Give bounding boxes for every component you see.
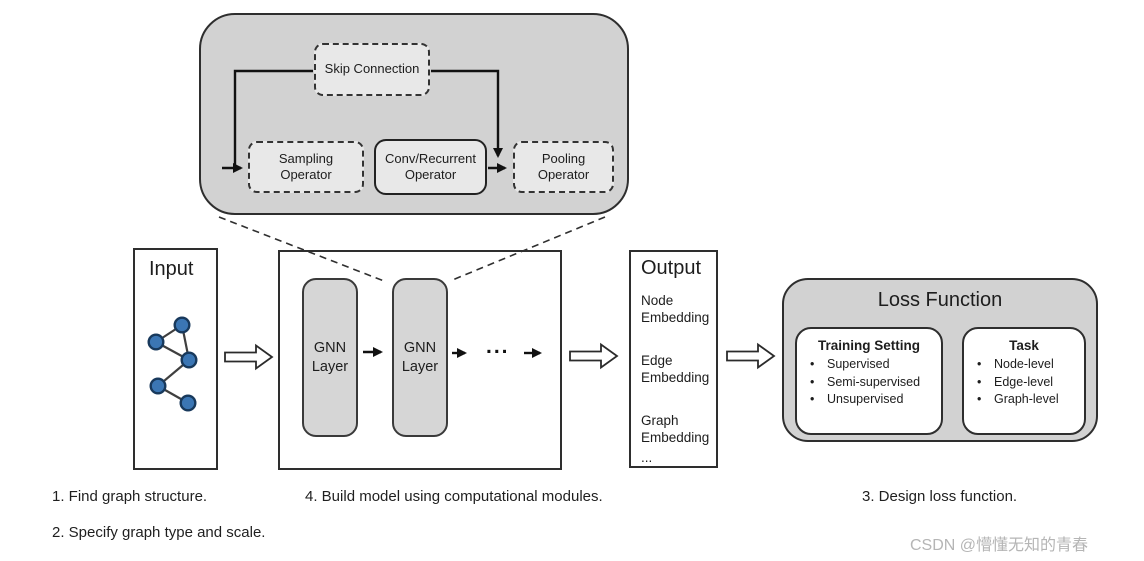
gnn-layer-2-label: GNN Layer [401, 339, 439, 375]
input-title: Input [149, 258, 194, 280]
training-setting-item: Unsupervised [797, 391, 941, 409]
bullet-icon [810, 356, 827, 374]
caption-step-3: 3. Design loss function. [862, 488, 1018, 505]
bullet-icon [977, 374, 994, 392]
sampling-operator-label: Sampling Operator [278, 150, 334, 182]
task-item-label: Node-level [994, 357, 1054, 371]
input-box: Input [133, 248, 218, 470]
caption-step-4: 4. Build model using computational modul… [305, 488, 603, 505]
bullet-icon [977, 356, 994, 374]
task-item-label: Edge-level [994, 374, 1054, 389]
training-setting-item-label: Semi-supervised [827, 374, 921, 389]
output-box: Output Node Embedding Edge Embedding Gra… [629, 250, 718, 468]
task-item: Edge-level [964, 374, 1084, 392]
sampling-operator-box: Sampling Operator [248, 141, 364, 193]
task-item: Graph-level [964, 391, 1084, 409]
layers-ellipsis: ... [486, 335, 510, 358]
caption-step-2: 2. Specify graph type and scale. [52, 524, 266, 541]
training-setting-title: Training Setting [817, 338, 920, 353]
conv-recurrent-operator-box: Conv/Recurrent Operator [374, 139, 487, 195]
loss-function-title: Loss Function [877, 289, 1003, 311]
training-setting-item: Semi-supervised [797, 374, 941, 392]
output-item-node-embedding: Node Embedding [641, 293, 710, 325]
training-setting-item: Supervised [797, 356, 941, 374]
training-setting-item-label: Supervised [827, 357, 890, 371]
task-item: Node-level [964, 356, 1084, 374]
bullet-icon [977, 391, 994, 409]
gnn-layer-1-label: GNN Layer [311, 339, 349, 375]
gnn-layer-2: GNN Layer [392, 278, 448, 437]
block-arrow-input-to-model [224, 343, 274, 371]
output-item-edge-embedding: Edge Embedding [641, 353, 710, 385]
conv-recurrent-operator-label: Conv/Recurrent Operator [384, 150, 477, 182]
pooling-operator-label: Pooling Operator [537, 150, 590, 182]
output-item-ellipsis: ... [641, 450, 653, 465]
watermark: CSDN @懵懂无知的青春 [910, 537, 1089, 554]
block-arrow-output-to-loss [726, 342, 776, 370]
output-title: Output [641, 257, 702, 279]
gnn-layer-1: GNN Layer [302, 278, 358, 437]
pooling-operator-box: Pooling Operator [513, 141, 614, 193]
training-setting-item-label: Unsupervised [827, 392, 904, 406]
task-title: Task [1009, 338, 1039, 353]
task-item-label: Graph-level [994, 392, 1059, 406]
output-item-graph-embedding: Graph Embedding [641, 413, 710, 445]
caption-step-1: 1. Find graph structure. [52, 488, 208, 505]
bullet-icon [810, 374, 827, 392]
training-setting-box: Training Setting Supervised Semi-supervi… [795, 327, 943, 435]
skip-connection-label: Skip Connection [324, 61, 420, 77]
task-box: Task Node-level Edge-level Graph-level [962, 327, 1086, 435]
bullet-icon [810, 391, 827, 409]
skip-connection-box: Skip Connection [314, 43, 430, 96]
block-arrow-model-to-output [569, 342, 619, 370]
